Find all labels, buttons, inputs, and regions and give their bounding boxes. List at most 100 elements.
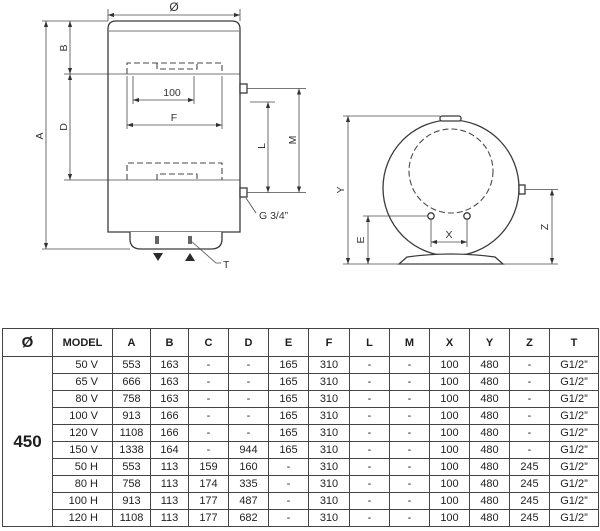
value-cell-l: - xyxy=(349,509,390,527)
value-cell-a: 1338 xyxy=(112,441,151,459)
label-y: Y xyxy=(335,186,347,193)
lower-bracket-slot xyxy=(156,173,198,180)
value-cell-y: 480 xyxy=(469,424,510,442)
value-cell-x: 100 xyxy=(429,441,470,459)
leader-line-t xyxy=(190,240,221,264)
value-cell-c: 174 xyxy=(188,475,229,493)
hot-water-outlet-pipe xyxy=(188,236,192,244)
label-t: T xyxy=(223,259,230,271)
outlet-pipe-end xyxy=(463,212,471,220)
header-m: M xyxy=(389,328,430,357)
value-cell-f: 310 xyxy=(308,509,350,527)
value-cell-b: 163 xyxy=(150,356,189,374)
label-f: F xyxy=(171,112,177,124)
value-cell-f: 310 xyxy=(308,475,350,493)
value-cell-l: - xyxy=(349,390,390,408)
diameter-group-cell: 450 xyxy=(2,356,53,527)
front-view: Ø T A B D 100 xyxy=(34,0,306,271)
model-cell: 65 V xyxy=(52,373,113,391)
label-100: 100 xyxy=(163,87,181,99)
value-cell-a: 758 xyxy=(112,475,151,493)
value-cell-y: 480 xyxy=(469,390,510,408)
lower-mounting-bracket xyxy=(126,162,223,180)
label-a: A xyxy=(34,132,46,139)
label-z: Z xyxy=(539,223,551,230)
inner-tank-hidden-outline xyxy=(408,128,494,214)
value-cell-t: G1/2” xyxy=(549,475,599,493)
label-b: B xyxy=(58,44,70,51)
value-cell-d: 682 xyxy=(228,509,269,527)
value-cell-y: 480 xyxy=(469,407,510,425)
value-cell-t: G1/2” xyxy=(549,492,599,510)
value-cell-a: 666 xyxy=(112,373,151,391)
value-cell-t: G1/2” xyxy=(549,424,599,442)
value-cell-d: 487 xyxy=(228,492,269,510)
value-cell-t: G1/2” xyxy=(549,458,599,476)
value-cell-z: - xyxy=(509,390,550,408)
value-cell-m: - xyxy=(389,424,430,442)
value-cell-y: 480 xyxy=(469,509,510,527)
value-cell-x: 100 xyxy=(429,492,470,510)
header-f: F xyxy=(308,328,350,357)
bottom-cover xyxy=(129,232,223,250)
value-cell-l: - xyxy=(349,407,390,425)
value-cell-t: G1/2” xyxy=(549,407,599,425)
model-cell: 100 V xyxy=(52,407,113,425)
value-cell-x: 100 xyxy=(429,356,470,374)
value-cell-l: - xyxy=(349,356,390,374)
value-cell-z: - xyxy=(509,373,550,391)
value-cell-t: G1/2” xyxy=(549,356,599,374)
tank-body xyxy=(107,20,241,233)
value-cell-y: 480 xyxy=(469,356,510,374)
value-cell-f: 310 xyxy=(308,390,350,408)
value-cell-a: 758 xyxy=(112,390,151,408)
header-l: L xyxy=(349,328,390,357)
value-cell-x: 100 xyxy=(429,458,470,476)
value-cell-y: 480 xyxy=(469,458,510,476)
header-c: C xyxy=(188,328,229,357)
value-cell-e: - xyxy=(268,475,309,493)
value-cell-f: 310 xyxy=(308,424,350,442)
technical-drawing: Ø T A B D 100 xyxy=(34,0,558,271)
value-cell-d: - xyxy=(228,390,269,408)
value-cell-c: - xyxy=(188,356,229,374)
label-x: X xyxy=(445,229,452,241)
support-foot xyxy=(397,253,505,265)
model-cell: 50 H xyxy=(52,458,113,476)
value-cell-f: 310 xyxy=(308,441,350,459)
model-cell: 120 H xyxy=(52,509,113,527)
value-cell-z: 245 xyxy=(509,509,550,527)
value-cell-c: - xyxy=(188,390,229,408)
model-cell: 100 H xyxy=(52,492,113,510)
header-e: E xyxy=(268,328,309,357)
cold-water-inlet-pipe xyxy=(155,236,159,244)
model-cell: 120 V xyxy=(52,424,113,442)
value-cell-a: 1108 xyxy=(112,424,151,442)
value-cell-m: - xyxy=(389,492,430,510)
value-cell-d: 335 xyxy=(228,475,269,493)
upper-fitting xyxy=(239,83,248,94)
value-cell-d: - xyxy=(228,373,269,391)
value-cell-m: - xyxy=(389,390,430,408)
value-cell-x: 100 xyxy=(429,509,470,527)
value-cell-e: 165 xyxy=(268,424,309,442)
value-cell-t: G1/2” xyxy=(549,373,599,391)
inlet-flow-arrow-icon xyxy=(153,253,163,261)
upper-mounting-bracket xyxy=(126,62,223,74)
value-cell-l: - xyxy=(349,492,390,510)
value-cell-e: - xyxy=(268,458,309,476)
lower-fitting xyxy=(239,187,248,198)
value-cell-c: - xyxy=(188,441,229,459)
value-cell-e: - xyxy=(268,509,309,527)
value-cell-b: 166 xyxy=(150,407,189,425)
value-cell-a: 553 xyxy=(112,458,151,476)
value-cell-z: - xyxy=(509,441,550,459)
